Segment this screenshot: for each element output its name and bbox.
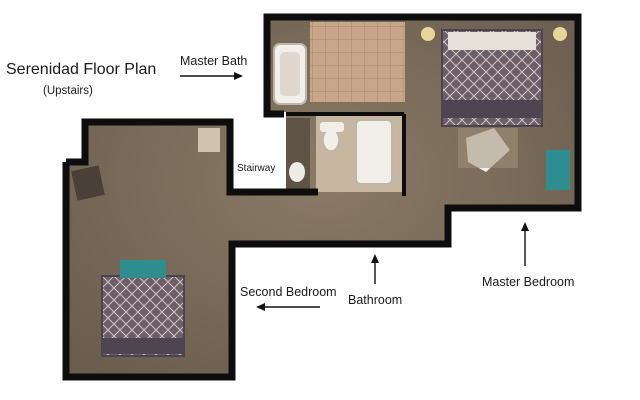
upper-left-walls <box>66 118 318 196</box>
bathroom-sink <box>320 122 344 132</box>
stairway-fixture <box>289 162 305 182</box>
plan-title: Serenidad Floor Plan <box>6 61 157 78</box>
bathroom-tub <box>355 119 393 185</box>
plan-subtitle: (Upstairs) <box>43 85 93 97</box>
bathroom-toilet <box>322 128 340 152</box>
master-bath-tub-basin <box>280 52 300 96</box>
master-bed-pillows <box>448 32 536 50</box>
arrow-bathroom <box>371 254 379 284</box>
master-bedroom-rug <box>458 128 518 168</box>
room-label-stairway: Stairway <box>237 163 276 174</box>
second-bedroom-chair <box>71 165 105 201</box>
arrow-master-bath <box>180 72 243 80</box>
outer-walls <box>62 13 582 381</box>
master-bed-runner <box>442 100 542 118</box>
room-label-second-bedroom: Second Bedroom <box>240 285 337 299</box>
master-lamp-right <box>553 27 567 41</box>
master-teal-bench <box>546 150 570 190</box>
arrow-second-bedroom <box>256 303 320 311</box>
arrow-master-bedroom <box>521 222 529 266</box>
second-bed-teal-pillow <box>120 260 166 278</box>
second-bed-runner <box>102 338 184 354</box>
room-label-master-bath: Master Bath <box>180 54 248 68</box>
master-lamp-left <box>421 27 435 41</box>
interior-wall-bath <box>286 112 406 196</box>
master-bath-tile-floor <box>310 22 405 102</box>
room-label-master-bedroom: Master Bedroom <box>482 275 575 289</box>
room-label-bathroom: Bathroom <box>348 293 403 307</box>
second-bedroom-table <box>198 128 220 152</box>
